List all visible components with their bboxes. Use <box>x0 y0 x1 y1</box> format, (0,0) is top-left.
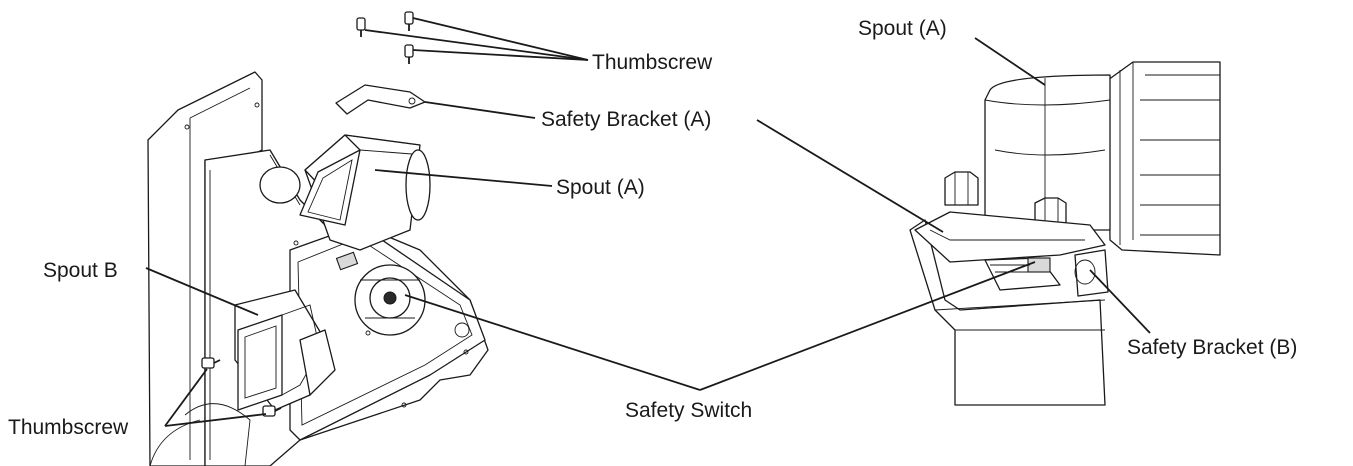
motor-assembly <box>354 264 426 336</box>
detail-hopper-grille <box>1107 61 1221 256</box>
label-spout-b: Spout B <box>43 259 118 282</box>
safety-bracket-a-part-right <box>914 211 1106 263</box>
spout-b-part <box>234 289 336 411</box>
detail-body <box>909 219 1106 406</box>
label-safety-bracket-a-left: Safety Bracket (A) <box>541 108 711 131</box>
spout-a-part-right <box>984 74 1111 231</box>
leader-lines <box>145 17 1151 427</box>
left-assembly-view <box>147 11 489 466</box>
thumbscrew-parts-bottom <box>201 357 282 417</box>
right-detail-view <box>909 61 1221 406</box>
safety-bracket-b-part <box>984 249 1109 297</box>
label-thumbscrew-top: Thumbscrew <box>592 51 713 74</box>
label-thumbscrew-bottom: Thumbscrew <box>8 416 129 439</box>
label-safety-bracket-b: Safety Bracket (B) <box>1127 336 1297 359</box>
spout-a-part-left <box>259 134 431 251</box>
label-spout-a-left: Spout (A) <box>556 176 645 199</box>
label-spout-a-right: Spout (A) <box>858 17 947 40</box>
label-safety-switch: Safety Switch <box>625 399 752 422</box>
safety-bracket-a-part-left <box>335 84 426 115</box>
safety-switch-part <box>335 251 359 271</box>
thumbscrew-parts-top <box>356 11 414 64</box>
